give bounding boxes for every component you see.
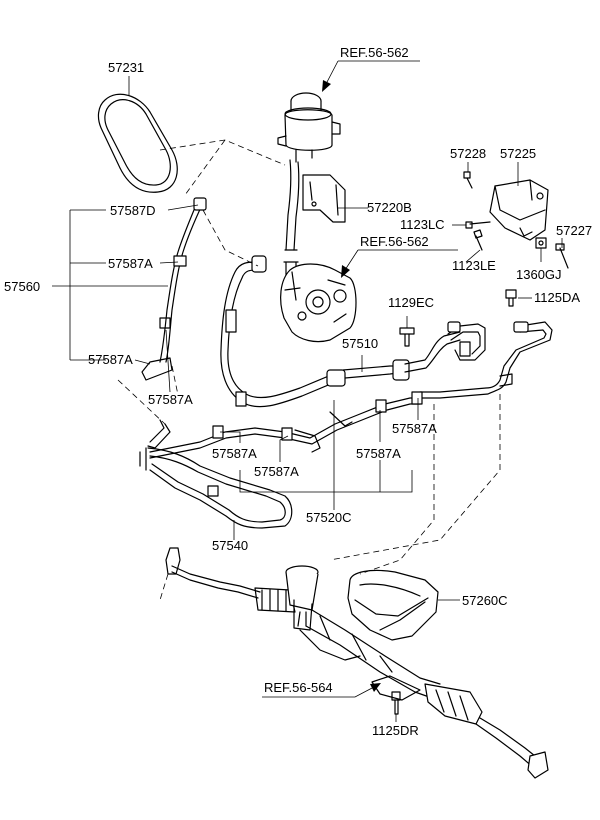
label-1125DR: 1125DR	[372, 723, 419, 738]
heat-shield	[347, 569, 439, 641]
label-57587A-left: 57587A	[88, 352, 133, 367]
label-57560: 57560	[4, 279, 40, 294]
dashed-reference-lines	[117, 139, 501, 601]
leader-lines	[52, 60, 563, 722]
label-57587D: 57587D	[110, 203, 156, 218]
label-57587A-lower: 57587A	[148, 392, 193, 407]
bolt-1125DA	[505, 289, 517, 307]
part-labels: REF.56-562 57231 57220B 57228 57225 1123…	[4, 45, 592, 738]
label-57228: 57228	[450, 146, 486, 161]
upper-return-pipe	[447, 321, 486, 361]
label-57220B: 57220B	[367, 200, 412, 215]
reservoir-bracket	[302, 174, 346, 223]
bolt-1125DR	[391, 691, 401, 715]
bolt-57227	[555, 243, 569, 269]
label-1360GJ: 1360GJ	[516, 267, 562, 282]
label-57587A-mid3: 57587A	[356, 446, 401, 461]
label-ref-top: REF.56-562	[340, 45, 409, 60]
label-57227: 57227	[556, 223, 592, 238]
label-ref-mid: REF.56-562	[360, 234, 429, 249]
pump-mount-bracket	[489, 179, 549, 241]
label-57587A-mid2: 57587A	[254, 464, 299, 479]
reservoir-hose	[283, 159, 300, 286]
label-1125DA: 1125DA	[534, 290, 580, 305]
label-ref-bottom: REF.56-564	[264, 680, 333, 695]
steering-gear	[165, 547, 549, 779]
bolt-1129EC	[399, 327, 415, 347]
nut-1360GJ	[535, 237, 547, 249]
suction-hose	[141, 197, 207, 381]
label-57587A-mid1: 57587A	[212, 446, 257, 461]
steering-pump	[280, 263, 357, 343]
label-57231: 57231	[108, 60, 144, 75]
label-57540: 57540	[212, 538, 248, 553]
label-57260C: 57260C	[462, 593, 508, 608]
label-57225: 57225	[500, 146, 536, 161]
bolt-57228	[463, 171, 473, 189]
label-57520C: 57520C	[306, 510, 352, 525]
return-line-right	[419, 321, 553, 399]
label-57587A-upper: 57587A	[108, 256, 153, 271]
bolt-1123LE	[473, 229, 483, 251]
label-1123LE: 1123LE	[452, 258, 496, 273]
fluid-reservoir	[277, 92, 341, 163]
label-57587A-right: 57587A	[392, 421, 437, 436]
lower-suction-connector	[147, 419, 171, 449]
label-57510: 57510	[342, 336, 378, 351]
bolt-1123LC	[465, 221, 491, 229]
drive-belt	[97, 93, 178, 193]
label-1129EC: 1129EC	[388, 295, 434, 310]
pressure-hose	[220, 255, 461, 408]
label-1123LC: 1123LC	[400, 217, 445, 232]
